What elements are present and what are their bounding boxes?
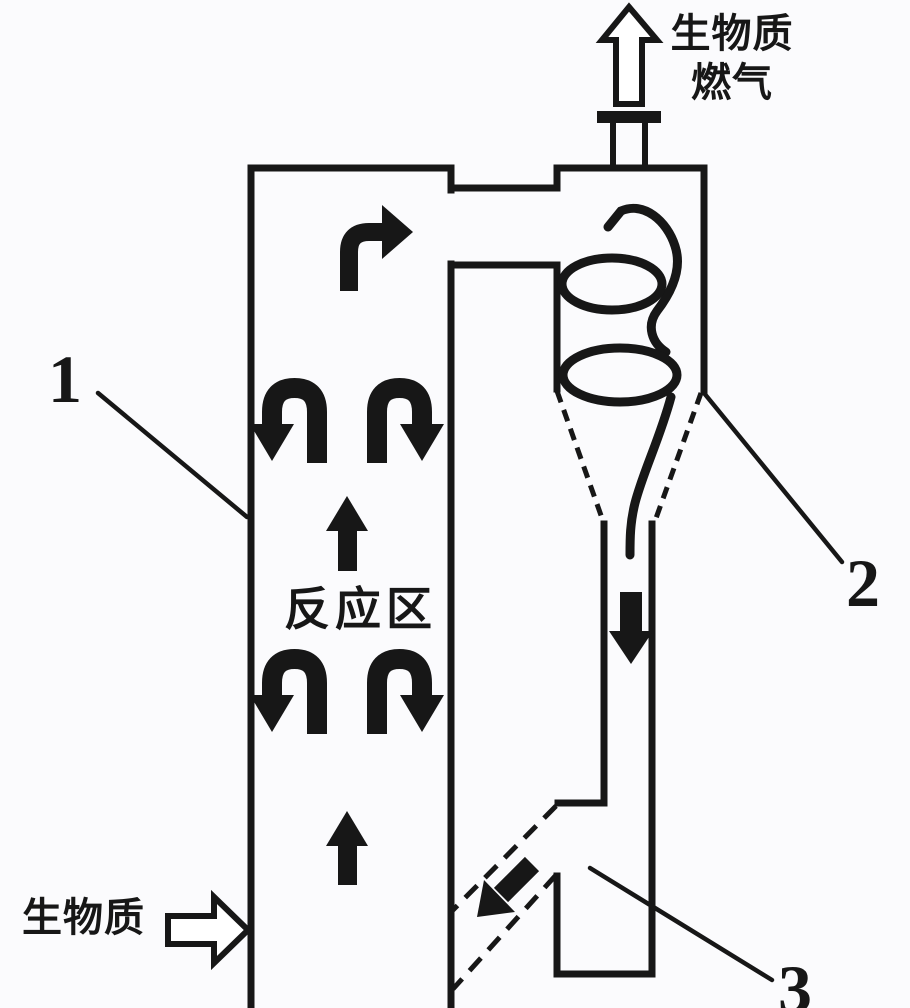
callout-3: 3 (778, 951, 812, 1008)
up-arrow-icon-2 (326, 811, 368, 885)
cyclone-spiral-icon (557, 203, 682, 560)
cyclone-body (553, 164, 708, 395)
gas-outlet-pipe (610, 121, 648, 169)
u-turn-arrow-icon-row1-left (250, 377, 327, 463)
leader-line-3 (587, 865, 775, 983)
u-turn-arrow-icon-row2-right (367, 648, 444, 734)
callout-1: 1 (48, 341, 82, 417)
up-arrow-icon-1 (326, 496, 368, 571)
u-turn-arrow-icon-row2-left (250, 648, 327, 734)
leader-line-1 (95, 390, 250, 520)
gas-outlet-label-line2: 燃气 (691, 61, 773, 105)
callout-2: 2 (846, 545, 880, 621)
hollow-up-arrow-icon (595, 2, 664, 107)
cyclone-cone-left (554, 390, 606, 522)
gas-outlet-label-line1: 生物质 (670, 12, 794, 56)
return-leg-upper-edge (450, 804, 558, 913)
loop-seal-box (553, 872, 656, 978)
u-turn-arrow-icon-row1-right (367, 377, 444, 463)
turn-right-arrow-icon (340, 205, 413, 291)
diagonal-down-left-arrow-icon (477, 856, 540, 917)
outlet-flange (597, 111, 661, 123)
downcomer-left-wall (554, 520, 608, 807)
reaction-zone-label: 反应区 (284, 583, 437, 635)
reactor-vessel (247, 164, 455, 1008)
gas-outlet-label: 生物质 燃气 (658, 10, 806, 108)
down-arrow-icon (609, 592, 653, 664)
return-leg-lower-edge (451, 873, 558, 991)
cyclone-cone-right (652, 392, 704, 522)
leader-line-2 (701, 390, 845, 565)
hollow-right-arrow-icon (165, 889, 253, 971)
biomass-inlet-label: 生物质 (22, 896, 145, 940)
